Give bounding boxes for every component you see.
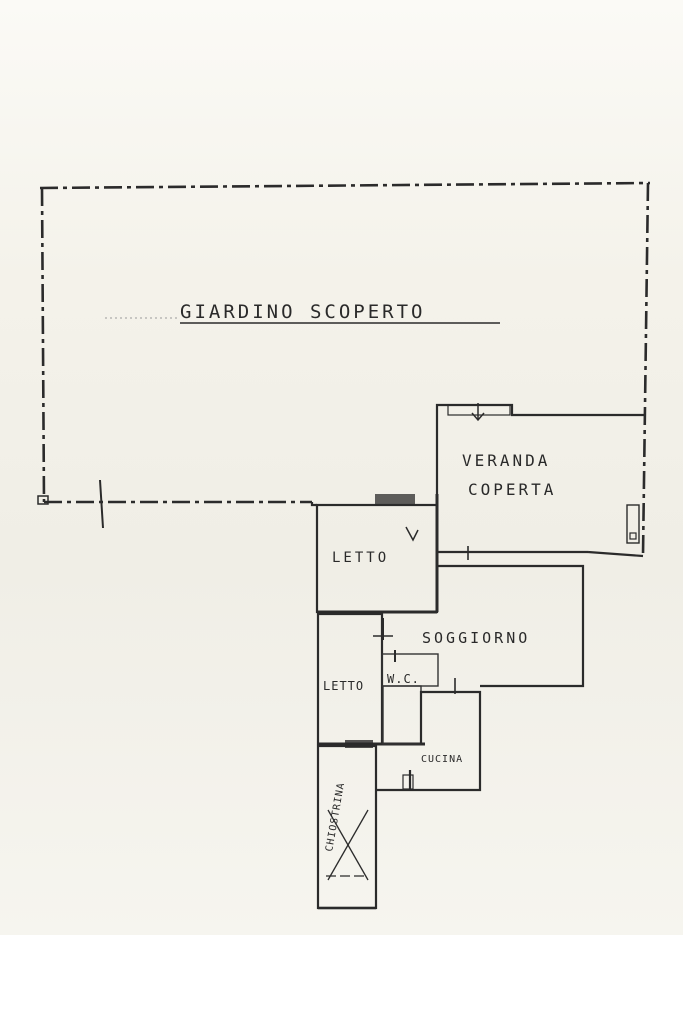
light-well — [316, 744, 410, 910]
kitchen-label: CUCINA — [421, 754, 463, 765]
garden-label: GIARDINO SCOPERTO — [180, 301, 425, 323]
bedroom-1-label: LETTO — [332, 550, 389, 566]
paper-background — [0, 0, 683, 935]
bathroom — [381, 650, 439, 745]
living-room-label: SOGGIORNO — [422, 629, 530, 647]
bedroom-1 — [310, 494, 439, 614]
veranda-room — [435, 403, 644, 560]
bedroom-2-label: LETTO — [323, 679, 364, 693]
veranda-label-line1: VERANDA — [462, 451, 550, 470]
light-well-label: CHIOSTRINA — [324, 781, 347, 852]
garden-boundary — [37, 181, 651, 556]
veranda-label-line2: COPERTA — [468, 480, 556, 499]
bathroom-label: W.C. — [387, 672, 420, 686]
kitchen — [402, 690, 482, 792]
